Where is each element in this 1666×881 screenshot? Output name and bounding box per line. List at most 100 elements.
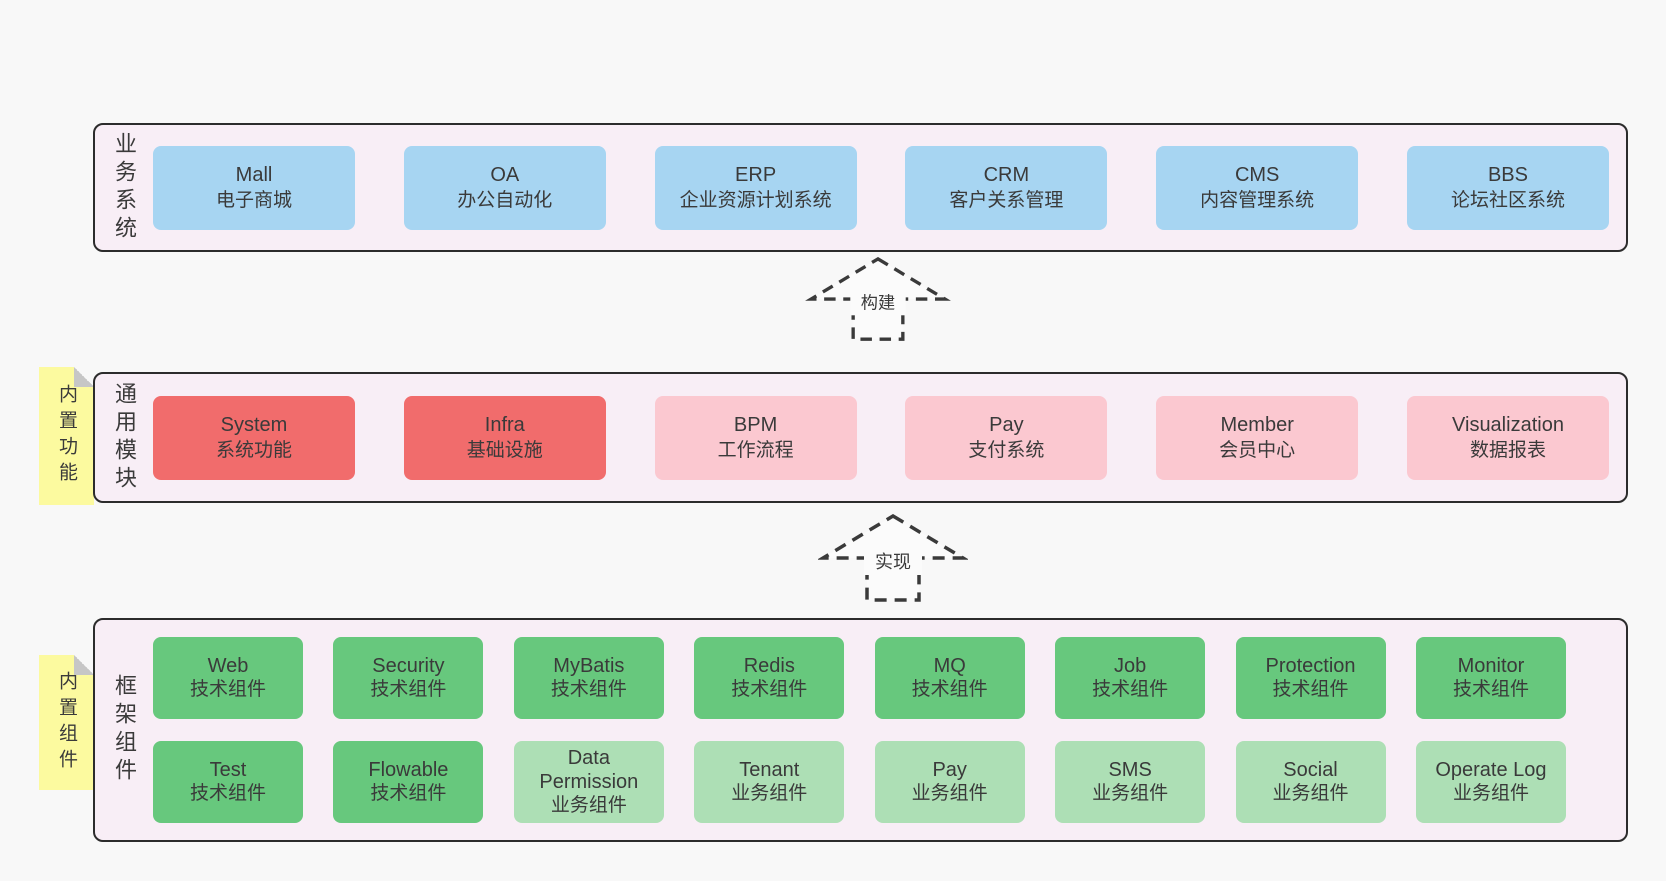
box-member: Member 会员中心 — [1156, 395, 1359, 480]
box-title: Infra — [484, 413, 525, 436]
box-title: OA — [490, 163, 520, 186]
box-subtitle: 数据报表 — [1469, 439, 1546, 461]
box-subtitle: 业务组件 — [1092, 783, 1169, 804]
box-mall: Mall 电子商城 — [153, 145, 355, 230]
layer-framework-components: 框架组件 Web 技术组件 Security 技术组件 MyBatis 技术组件… — [93, 618, 1628, 842]
arrow-label-backdrop — [864, 545, 922, 575]
business-box-row: Mall 电子商城 OA 办公自动化 ERP 企业资源计划系统 CRM 客户关系… — [153, 125, 1626, 250]
box-cms: CMS 内容管理系统 — [1156, 145, 1359, 230]
box-subtitle: 技术组件 — [1452, 679, 1529, 700]
box-title: CMS — [1234, 163, 1280, 186]
layer-label: 业务系统 — [95, 125, 153, 250]
box-operate-log: Operate Log 业务组件 — [1415, 741, 1566, 823]
box-title: Job — [1113, 655, 1147, 677]
box-sms: SMS 业务组件 — [1055, 741, 1206, 823]
box-title: Pay — [932, 759, 967, 781]
arrow-label-backdrop — [850, 286, 906, 316]
layer-label: 通用模块 — [95, 374, 153, 501]
box-subtitle: 业务组件 — [731, 783, 808, 804]
box-social: Social 业务组件 — [1235, 741, 1386, 823]
layer-label: 框架组件 — [95, 620, 153, 840]
modules-box-row: System 系统功能 Infra 基础设施 BPM 工作流程 Pay 支付系统… — [153, 374, 1626, 501]
box-subtitle: 技术组件 — [911, 679, 988, 700]
box-subtitle: 技术组件 — [1092, 679, 1169, 700]
box-web: Web 技术组件 — [153, 637, 303, 719]
box-title: Tenant — [739, 759, 800, 781]
box-data-permission: Data Permission 业务组件 — [513, 741, 664, 823]
box-title: ERP — [735, 163, 777, 186]
box-redis: Redis 技术组件 — [694, 637, 845, 719]
box-subtitle: 工作流程 — [717, 439, 794, 461]
box-monitor: Monitor 技术组件 — [1415, 637, 1566, 719]
layer-label-text: 框架组件 — [112, 674, 137, 786]
box-subtitle: 系统功能 — [215, 439, 292, 461]
layer-label-text: 业务系统 — [112, 131, 137, 244]
box-title: Operate Log — [1435, 759, 1547, 781]
components-row-1: Web 技术组件 Security 技术组件 MyBatis 技术组件 Redi… — [153, 637, 1566, 719]
folded-corner-icon — [74, 367, 94, 387]
box-subtitle: 办公自动化 — [457, 189, 553, 211]
box-mq: MQ 技术组件 — [874, 637, 1025, 719]
box-bbs: BBS 论坛社区系统 — [1406, 145, 1609, 230]
box-pay: Pay 支付系统 — [905, 395, 1108, 480]
arrow-label: 构建 — [861, 293, 895, 313]
box-title: Protection — [1265, 655, 1356, 677]
box-subtitle: 技术组件 — [189, 679, 266, 700]
box-subtitle: 技术组件 — [370, 783, 447, 804]
folded-corner-icon — [74, 655, 94, 675]
box-title: MQ — [933, 655, 966, 677]
box-subtitle: 业务组件 — [911, 783, 988, 804]
sticky-note-builtin-features: 内置功能 — [39, 367, 94, 505]
box-title: Flowable — [368, 759, 449, 781]
layer-label-text: 通用模块 — [112, 381, 137, 494]
box-title: Monitor — [1457, 655, 1525, 677]
box-title: CRM — [983, 163, 1030, 186]
dashed-up-arrow-implement: 实现 — [818, 514, 968, 602]
box-title: MyBatis — [553, 655, 625, 677]
box-subtitle: 基础设施 — [466, 439, 543, 461]
box-subtitle: 企业资源计划系统 — [679, 189, 832, 211]
box-tenant: Tenant 业务组件 — [694, 741, 845, 823]
box-subtitle: 支付系统 — [968, 439, 1045, 461]
box-title: Security — [372, 655, 445, 677]
box-subtitle: 技术组件 — [189, 783, 266, 804]
box-protection: Protection 技术组件 — [1235, 637, 1386, 719]
box-title: Data Permission — [539, 747, 639, 793]
box-title: BBS — [1487, 163, 1528, 186]
box-erp: ERP 企业资源计划系统 — [654, 145, 857, 230]
box-title: Web — [207, 655, 249, 677]
box-subtitle: 业务组件 — [1452, 783, 1529, 804]
box-infra: Infra 基础设施 — [403, 395, 606, 480]
box-title: Visualization — [1452, 413, 1564, 436]
components-row-2: Test 技术组件 Flowable 技术组件 Data Permission … — [153, 741, 1566, 823]
sticky-note-builtin-components: 内置组件 — [39, 655, 94, 790]
box-title: Test — [209, 759, 247, 781]
box-subtitle: 业务组件 — [550, 795, 627, 816]
box-subtitle: 技术组件 — [370, 679, 447, 700]
layer-business-systems: 业务系统 Mall 电子商城 OA 办公自动化 ERP 企业资源计划系统 CRM… — [93, 123, 1628, 252]
box-title: System — [220, 413, 288, 436]
arrow-label: 实现 — [875, 552, 911, 572]
box-job: Job 技术组件 — [1055, 637, 1206, 719]
box-subtitle: 客户关系管理 — [949, 189, 1064, 211]
components-box-rows: Web 技术组件 Security 技术组件 MyBatis 技术组件 Redi… — [153, 620, 1626, 840]
box-title: Member — [1220, 413, 1294, 436]
sticky-label: 内置组件 — [56, 670, 77, 775]
box-mybatis: MyBatis 技术组件 — [513, 637, 664, 719]
box-title: Pay — [989, 413, 1024, 436]
box-subtitle: 技术组件 — [731, 679, 808, 700]
box-oa: OA 办公自动化 — [403, 145, 606, 230]
box-subtitle: 会员中心 — [1219, 439, 1296, 461]
box-bpm: BPM 工作流程 — [654, 395, 857, 480]
box-title: Social — [1283, 759, 1338, 781]
box-subtitle: 内容管理系统 — [1200, 189, 1315, 211]
box-subtitle: 电子商城 — [215, 189, 292, 211]
box-test: Test 技术组件 — [153, 741, 303, 823]
box-visualization: Visualization 数据报表 — [1406, 395, 1609, 480]
sticky-label: 内置功能 — [56, 384, 77, 488]
box-title: SMS — [1108, 759, 1152, 781]
box-security: Security 技术组件 — [333, 637, 484, 719]
box-system: System 系统功能 — [153, 395, 355, 480]
box-subtitle: 技术组件 — [1272, 679, 1349, 700]
